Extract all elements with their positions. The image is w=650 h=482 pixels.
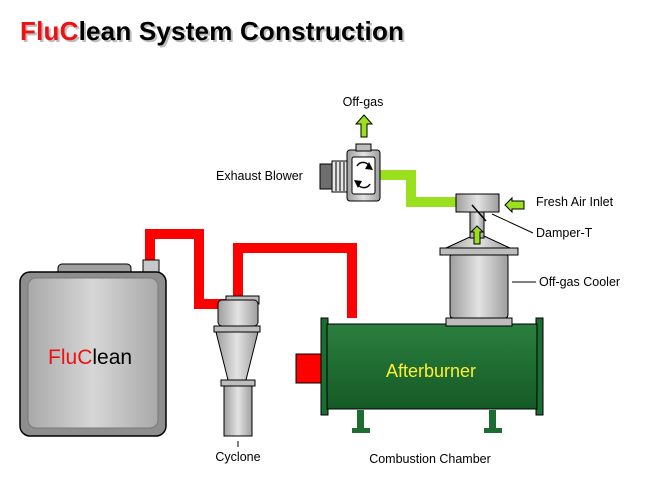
offgas-label: Off-gas (343, 95, 384, 109)
title-lean: lean (78, 16, 132, 46)
fluclean-tank: FluClean (19, 259, 167, 437)
offgas-cooler (439, 235, 519, 327)
damper-t-label: Damper-T (536, 226, 593, 240)
cooler-flow-arrow-icon (469, 225, 485, 245)
exhaust-blower (319, 143, 381, 202)
title-rest: System Construction (131, 16, 405, 46)
afterburner-label: Afterburner (386, 361, 476, 381)
title-accent-flu: Flu (20, 16, 60, 46)
fresh-air-inlet-label: Fresh Air Inlet (536, 195, 614, 209)
combustion-chamber-label: Combustion Chamber (369, 452, 491, 466)
offgas-cooler-label: Off-gas Cooler (539, 275, 620, 289)
tank-label: FluClean (48, 346, 132, 369)
red-pipe-cyclone-to-afterburner (233, 243, 357, 318)
cyclone (213, 295, 261, 437)
rotation-arrows-icon (354, 161, 373, 189)
exhaust-blower-label: Exhaust Blower (216, 169, 303, 183)
combustion-chamber: Afterburner (295, 317, 544, 433)
offgas-arrow-icon (354, 114, 374, 138)
green-pipe-cooler-to-blower (378, 170, 458, 207)
page-title: FluClean System Construction (20, 16, 404, 47)
title-letter-c: C (59, 16, 79, 46)
fresh-air-arrow-icon (504, 196, 525, 214)
cyclone-label: Cyclone (215, 450, 260, 464)
damper-leader (491, 213, 534, 234)
red-pipe-tank-to-cyclone (145, 229, 227, 309)
